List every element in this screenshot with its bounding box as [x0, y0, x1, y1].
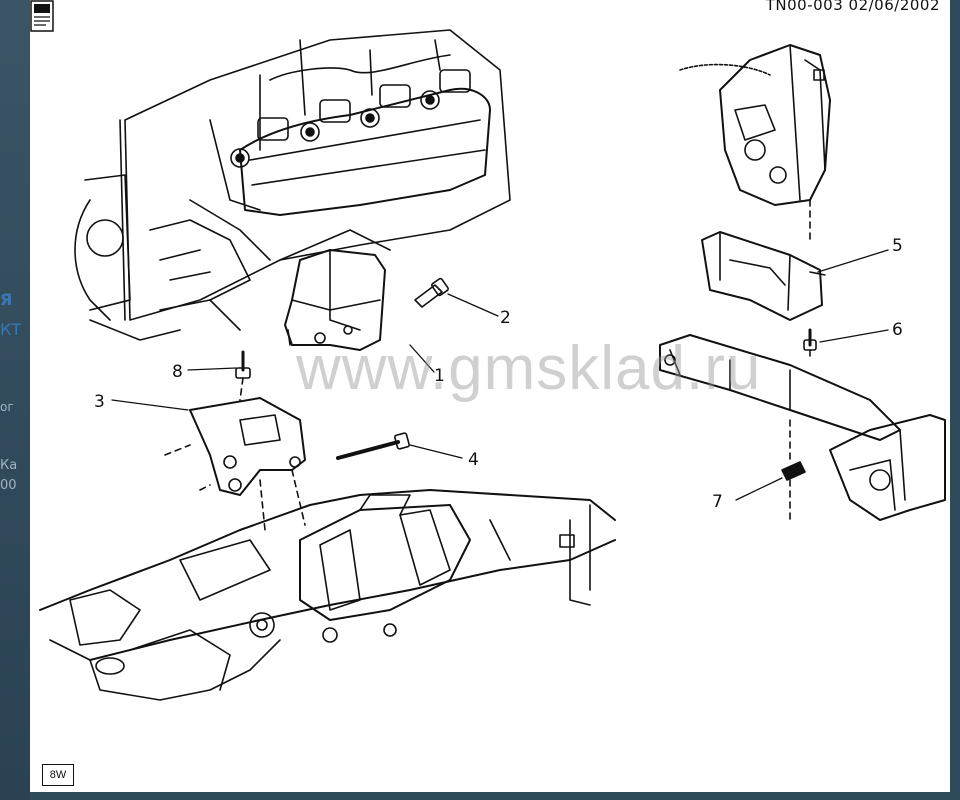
callout-5: 5: [892, 236, 903, 256]
transmission-crossmember: [659, 334, 946, 521]
alignment-lines: [239, 377, 306, 531]
bolt-part-8: [235, 350, 251, 379]
callout-3: 3: [94, 392, 105, 412]
callout-2: 2: [500, 308, 511, 328]
callout-8: 8: [172, 362, 183, 382]
exploded-view-drawing: [39, 29, 946, 701]
alignment-lines-right: [789, 199, 811, 521]
sidebar-fragment: 00: [0, 478, 17, 493]
callout-leaders: [111, 249, 889, 501]
transmission-housing: [679, 44, 831, 206]
callout-6: 6: [892, 320, 903, 340]
service-manual-book-icon: [30, 0, 54, 32]
badge-8w: 8W: [42, 764, 74, 786]
bolt-part-6: [803, 328, 817, 351]
sidebar-fragment: ог: [0, 400, 14, 414]
document-id: TN00-003 02/06/2002: [765, 0, 940, 14]
sidebar-fragment: Я: [0, 290, 13, 309]
bolt-part-2: [414, 277, 449, 308]
engine-assembly: [74, 29, 511, 341]
diagram-sheet: www.gmsklad.ru TN00-003 02/06/2002 1 2 3…: [30, 0, 950, 792]
callout-4: 4: [468, 450, 479, 470]
transmission-mount-part-5: [701, 231, 826, 321]
sidebar-fragment: Ка: [0, 458, 18, 473]
frame-bracket-part-3: [164, 397, 306, 496]
callout-1: 1: [434, 366, 445, 386]
background-page-strip: Я КТ ог Ка 00: [0, 0, 30, 800]
vehicle-frame: [39, 489, 616, 701]
nut-part-7: [781, 461, 806, 481]
background-page-strip-right: [950, 0, 960, 800]
sidebar-fragment: КТ: [0, 320, 22, 339]
engine-mount-bracket-part-1: [284, 249, 386, 351]
callout-7: 7: [712, 492, 723, 512]
long-bolt-part-4: [336, 432, 410, 460]
